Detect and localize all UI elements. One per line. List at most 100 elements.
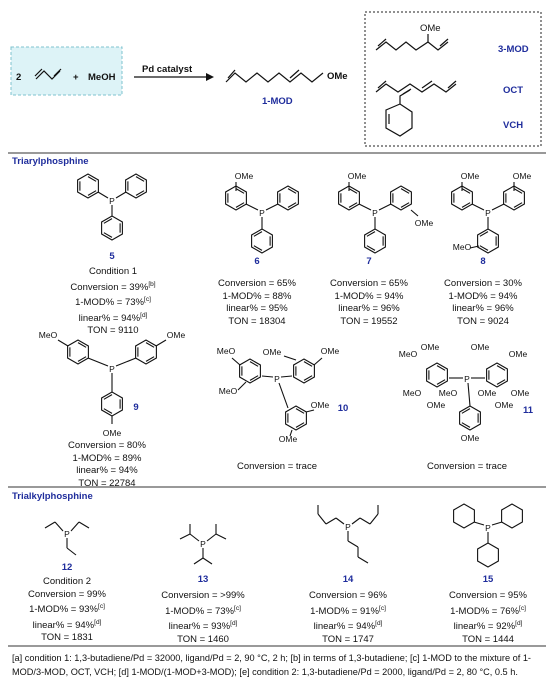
stat-line: linear% = 93%[d] <box>168 620 238 633</box>
phosphorus-9: P <box>109 364 115 374</box>
ome-label: OMe <box>311 400 330 410</box>
stat-line: linear% = 94%[d] <box>78 311 148 324</box>
ome-label: OMe <box>509 349 528 359</box>
ome-label: OMe <box>461 171 480 181</box>
stat-line: Conversion = 80% <box>68 440 146 451</box>
stat-line: 1-MOD% = 88% <box>222 290 292 302</box>
stat-line: TON = 1831 <box>41 632 93 644</box>
stat-line: linear% = 94% <box>76 465 138 476</box>
stat-line: TON = 9110 <box>87 325 139 337</box>
reactant-coefficient: 2 <box>16 72 21 83</box>
meo-label: MeO <box>217 346 236 356</box>
aryl-ring <box>239 358 261 384</box>
section-header-trialkylphosphine: Trialkylphosphine <box>12 491 93 502</box>
compound-label-13: 13 <box>197 574 209 585</box>
stat-line: Conversion = trace <box>237 461 317 472</box>
aryl-ring <box>364 228 386 254</box>
phosphorus-10: P <box>274 374 280 384</box>
aryl-ring <box>293 358 315 384</box>
stat-line: TON = 1460 <box>177 633 229 645</box>
stat-line: Conversion = 30% <box>444 278 522 289</box>
butadiene-structure <box>35 70 61 80</box>
stat-line: Conversion = 96% <box>309 590 387 601</box>
compound-label-8: 8 <box>480 256 486 267</box>
product-1-mod-structure <box>225 69 324 83</box>
phosphorus-7: P <box>372 208 378 218</box>
ome-label: OMe <box>263 347 282 357</box>
ome-label: OMe <box>415 218 434 228</box>
stat-line: linear% = 94%[d] <box>32 618 102 631</box>
compound-stats-8: Conversion = 30%1-MOD% = 94%linear% = 96… <box>422 278 544 328</box>
cyclohexyl-ring <box>477 542 499 568</box>
compound-label-10: 10 <box>337 403 349 414</box>
compound-label-5: 5 <box>109 251 115 262</box>
stat-line: Conversion = trace <box>427 461 507 472</box>
stat-line: Conversion = 99% <box>28 588 106 600</box>
side-product-vch: VCH <box>503 120 523 131</box>
stat-line: 1-MOD% = 93%[c] <box>29 603 105 616</box>
aryl-ring <box>338 185 360 211</box>
plus-sign: + <box>73 72 79 83</box>
oct-structure <box>375 80 457 93</box>
stat-line: TON = 22784 <box>78 477 136 489</box>
stat-line: 1-MOD% = 91%[c] <box>310 604 386 617</box>
stat-line: Condition 1 <box>88 266 138 277</box>
compound-label-7: 7 <box>366 256 372 267</box>
ome-label: OMe <box>321 346 340 356</box>
aryl-ring <box>486 362 508 388</box>
stat-line: linear% = 96% <box>338 303 400 314</box>
stat-line: linear% = 95% <box>226 303 288 314</box>
ome-label: OMe <box>511 388 530 398</box>
cyclohexyl-ring <box>453 503 475 529</box>
phenyl-ring <box>101 215 123 241</box>
meo-label: MeO <box>453 242 472 252</box>
stat-line: 1-MOD% = 94% <box>334 290 404 302</box>
ome-label: OMe <box>478 388 497 398</box>
ome-label: OMe <box>167 330 186 340</box>
compound-label-12: 12 <box>61 562 73 573</box>
ome-label: OMe <box>348 171 367 181</box>
stat-line: 1-MOD% = 89% <box>72 452 142 464</box>
stat-line: linear% = 96% <box>452 303 514 314</box>
phosphorus-8: P <box>485 208 491 218</box>
stat-line: TON = 1747 <box>322 633 374 645</box>
stat-line: 1-MOD% = 76%[c] <box>450 604 526 617</box>
side-product-oct: OCT <box>503 85 523 96</box>
footnote: [a] condition 1: 1,3-butadiene/Pd = 3200… <box>12 653 531 677</box>
phosphorus-14: P <box>345 522 351 532</box>
compound-label-14: 14 <box>342 574 354 585</box>
compound-stats-10: Conversion = trace <box>216 461 338 474</box>
vch-structure <box>385 88 413 137</box>
phenyl-ring <box>125 173 147 199</box>
compound-label-11: 11 <box>522 405 534 416</box>
aryl-ring <box>67 339 89 365</box>
reactant-box <box>10 46 123 96</box>
stat-line: Condition 2 <box>42 576 92 587</box>
stat-line: Conversion = 95% <box>449 590 527 601</box>
3-mod-structure <box>375 34 449 51</box>
ome-label: OMe <box>103 428 122 438</box>
phosphorus-6: P <box>259 208 265 218</box>
side-product-3-mod: 3-MOD <box>498 44 529 55</box>
meo-label: MeO <box>39 330 58 340</box>
ome-label: OMe <box>471 342 490 352</box>
stat-line: TON = 1444 <box>462 633 514 645</box>
compound-stats-13: Conversion = >99%1-MOD% = 73%[c]linear% … <box>142 590 264 646</box>
compound-stats-11: Conversion = trace <box>406 461 528 474</box>
aryl-ring <box>251 228 273 254</box>
cyclohexyl-ring <box>501 503 523 529</box>
stat-line: 1-MOD% = 73%[c] <box>75 296 151 309</box>
3-mod-ome-label: OMe <box>420 23 441 34</box>
compound-stats-14: Conversion = 96%1-MOD% = 91%[c]linear% =… <box>287 590 409 646</box>
ome-label: OMe <box>235 171 254 181</box>
aryl-ring <box>503 185 525 211</box>
aryl-ring <box>277 185 299 211</box>
phosphorus-15: P <box>485 523 491 533</box>
phosphorus-11: P <box>464 374 470 384</box>
side-products-box <box>364 11 542 147</box>
stat-line: TON = 18304 <box>228 315 286 327</box>
